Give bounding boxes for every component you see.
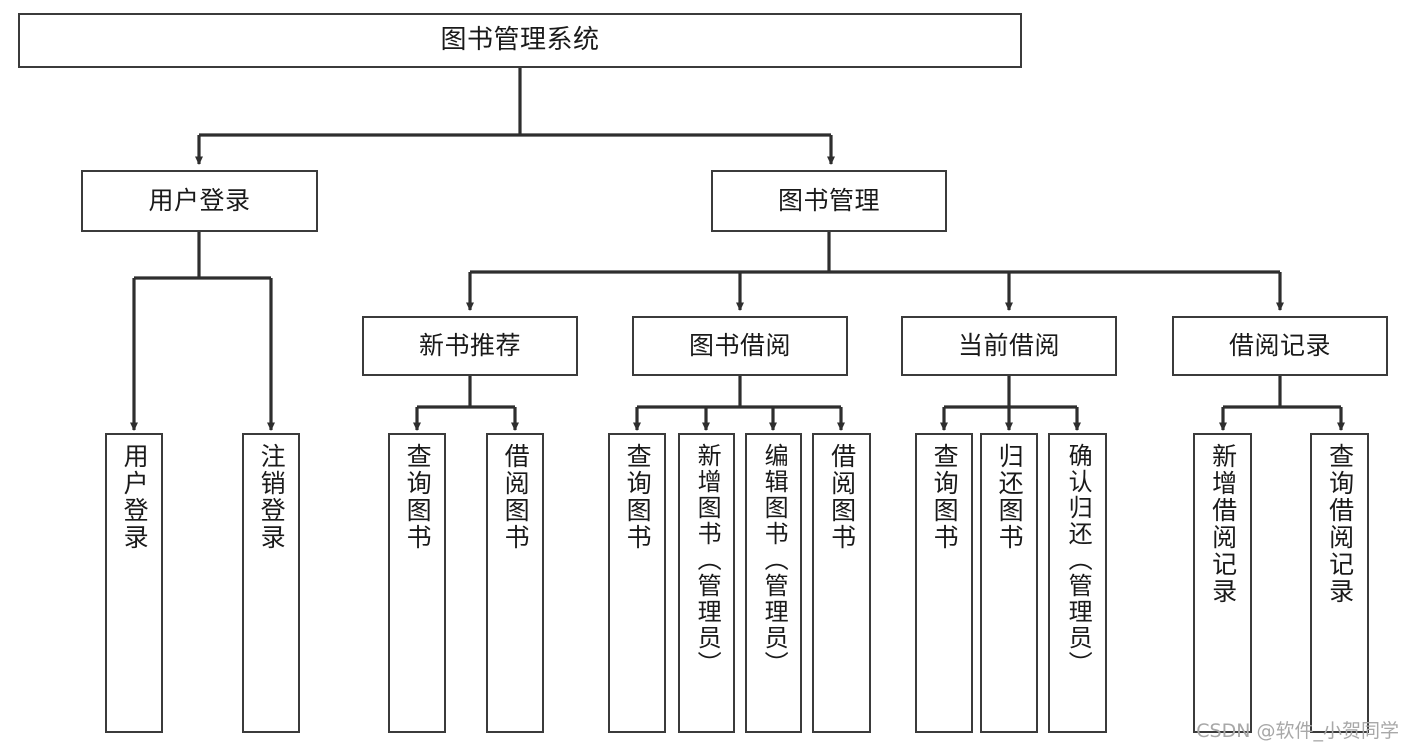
node-leaf-borrow-book[interactable]: 借阅图书 <box>812 433 871 733</box>
node-label: 图书管理 <box>777 186 880 216</box>
node-label: 确认归还（管理员） <box>1064 443 1093 677</box>
node-leaf-borrow-book-newbook[interactable]: 借阅图书 <box>486 433 544 733</box>
csdn-watermark: CSDN @软件_小贺同学 <box>1196 720 1399 742</box>
node-label: 查询图书 <box>930 443 960 551</box>
node-leaf-user-login[interactable]: 用户登录 <box>105 433 163 733</box>
node-borrow-records[interactable]: 借阅记录 <box>1172 316 1388 376</box>
node-current-borrow[interactable]: 当前借阅 <box>901 316 1117 376</box>
node-leaf-add-borrow-record[interactable]: 新增借阅记录 <box>1193 433 1252 733</box>
node-leaf-query-borrow-record[interactable]: 查询借阅记录 <box>1310 433 1369 733</box>
node-book-borrow[interactable]: 图书借阅 <box>632 316 848 376</box>
node-leaf-return-book[interactable]: 归还图书 <box>980 433 1038 733</box>
node-leaf-query-book-newbook[interactable]: 查询图书 <box>388 433 446 733</box>
node-leaf-logout[interactable]: 注销登录 <box>242 433 300 733</box>
node-user-login[interactable]: 用户登录 <box>81 170 318 232</box>
node-label: 新增图书（管理员） <box>693 443 722 677</box>
node-label: 新增借阅记录 <box>1208 443 1238 605</box>
node-label: 图书管理系统 <box>440 25 600 56</box>
node-label: 用户登录 <box>120 443 150 551</box>
node-label: 查询图书 <box>623 443 653 551</box>
node-label: 当前借阅 <box>957 331 1060 361</box>
node-label: 用户登录 <box>148 186 251 216</box>
node-leaf-add-book-admin[interactable]: 新增图书（管理员） <box>678 433 735 733</box>
node-leaf-query-book-current[interactable]: 查询图书 <box>915 433 973 733</box>
node-label: 查询图书 <box>403 443 433 551</box>
node-root-book-management-system[interactable]: 图书管理系统 <box>18 13 1022 68</box>
node-label: 借阅图书 <box>501 443 531 551</box>
node-label: 编辑图书（管理员） <box>760 443 789 677</box>
node-book-management[interactable]: 图书管理 <box>711 170 947 232</box>
node-leaf-edit-book-admin[interactable]: 编辑图书（管理员） <box>745 433 802 733</box>
node-label: 注销登录 <box>257 443 287 551</box>
node-label: 归还图书 <box>995 443 1025 551</box>
node-leaf-confirm-return-admin[interactable]: 确认归还（管理员） <box>1048 433 1107 733</box>
node-leaf-query-book-borrow[interactable]: 查询图书 <box>608 433 666 733</box>
node-label: 新书推荐 <box>418 331 521 361</box>
node-label: 借阅记录 <box>1228 331 1331 361</box>
node-label: 查询借阅记录 <box>1325 443 1355 605</box>
node-label: 图书借阅 <box>688 331 791 361</box>
node-new-book-recommend[interactable]: 新书推荐 <box>362 316 578 376</box>
node-label: 借阅图书 <box>827 443 857 551</box>
